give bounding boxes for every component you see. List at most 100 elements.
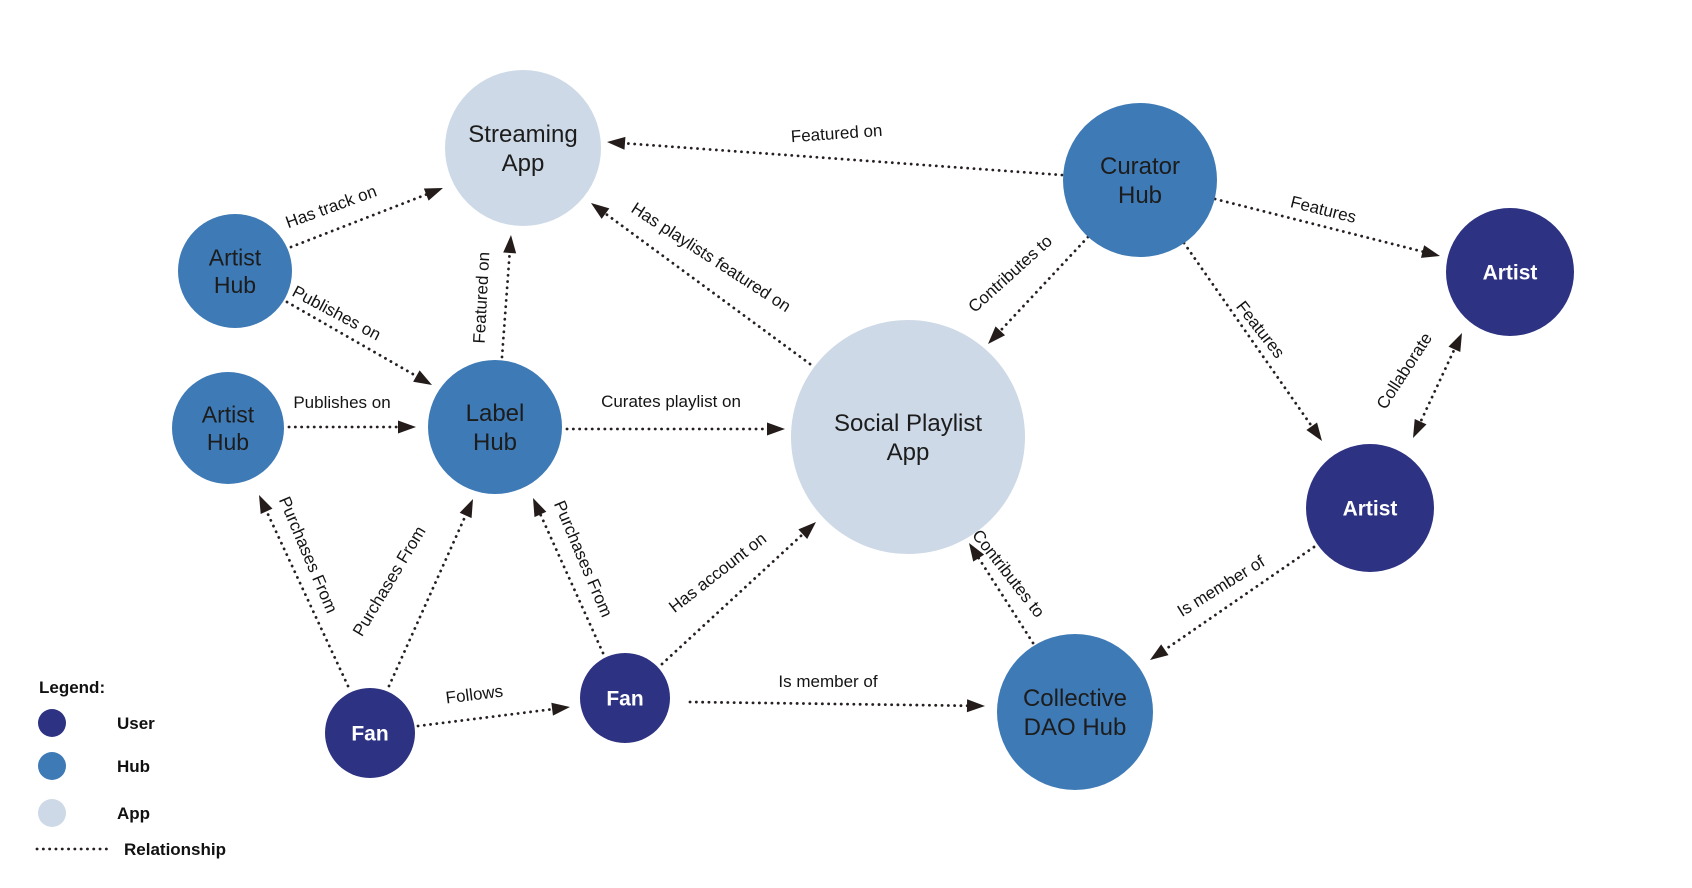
edge-collaborate: Collaborate xyxy=(1373,329,1462,438)
edge-is-member-of-2: Is member of xyxy=(1150,545,1316,660)
node-artist-2-label: Artist xyxy=(1343,497,1398,520)
edge-collaborate-label: Collaborate xyxy=(1373,329,1436,412)
edge-has-account-on-line xyxy=(660,530,808,666)
edge-has-playlists-featured-on-label: Has playlists featured on xyxy=(628,199,794,316)
edge-has-track-on-label: Has track on xyxy=(283,182,379,232)
node-artist-1-circle xyxy=(1446,208,1574,336)
legend-item-hub-label: Hub xyxy=(117,757,150,776)
edge-collaborate-arrowhead-start xyxy=(1448,333,1462,353)
edge-publishes-on-2-arrowhead xyxy=(398,420,416,434)
node-fan-2-circle xyxy=(580,653,670,743)
edge-featured-on-2-line xyxy=(619,141,1064,177)
edge-purchases-from-1-label: Purchases From xyxy=(275,494,341,616)
edge-is-member-of-2-arrowhead xyxy=(1150,644,1169,660)
edge-purchases-from-2-arrowhead xyxy=(459,499,473,519)
edge-collaborate-arrowhead xyxy=(1413,418,1427,438)
legend-swatch-hub xyxy=(38,752,66,780)
node-artist-2: Artist xyxy=(1306,444,1434,572)
edge-features-2-arrowhead xyxy=(1306,422,1322,441)
legend-relationship-label: Relationship xyxy=(124,840,226,859)
edge-has-playlists-featured-on: Has playlists featured on xyxy=(591,199,812,366)
edge-featured-on-2-arrowhead xyxy=(607,136,626,150)
edge-curates-playlist-on-arrowhead xyxy=(767,422,785,436)
edge-purchases-from-3-line xyxy=(537,509,605,655)
edge-purchases-from-3: Purchases From xyxy=(533,498,616,655)
edge-publishes-on-1-arrowhead xyxy=(413,370,432,385)
node-artist-1-label: Artist xyxy=(1483,261,1538,284)
legend-item-user-label: User xyxy=(117,714,155,733)
edge-publishes-on-1-line xyxy=(285,300,422,380)
edge-featured-on-2-label: Featured on xyxy=(790,121,883,146)
edge-has-track-on-arrowhead xyxy=(423,188,443,201)
edge-is-member-of-1: Is member of xyxy=(688,672,985,713)
edge-curates-playlist-on: Curates playlist on xyxy=(565,392,785,436)
legend-swatch-app xyxy=(38,799,66,827)
edge-features-1: Features xyxy=(1213,192,1440,258)
edge-has-track-on-line xyxy=(289,191,432,249)
edge-featured-on-2: Featured on xyxy=(607,121,1064,177)
node-fan-1-circle xyxy=(325,688,415,778)
edge-featured-on-1-arrowhead xyxy=(503,235,517,254)
edge-features-1-label: Features xyxy=(1288,192,1358,227)
edge-has-playlists-featured-on-arrowhead xyxy=(591,203,610,219)
node-artist-hub-2-circle xyxy=(172,372,284,484)
node-artist-2-circle xyxy=(1306,444,1434,572)
edge-follows-label: Follows xyxy=(445,682,505,708)
node-collective-dao-hub-circle xyxy=(997,634,1153,790)
node-fan-1: Fan xyxy=(325,688,415,778)
edge-is-member-of-1-line xyxy=(688,700,973,708)
node-fan-1-label: Fan xyxy=(351,722,388,745)
edge-featured-on-1-line xyxy=(500,247,512,359)
node-label-hub-circle xyxy=(428,360,562,494)
node-fan-2-label: Fan xyxy=(606,687,643,710)
edge-follows: Follows xyxy=(416,682,570,728)
edge-has-account-on: Has account on xyxy=(660,522,816,666)
edge-purchases-from-3-label: Purchases From xyxy=(550,498,616,620)
edge-is-member-of-1-arrowhead xyxy=(966,699,985,713)
edge-contributes-to-1-arrowhead xyxy=(988,326,1006,344)
edge-publishes-on-1-label: Publishes on xyxy=(289,282,384,344)
edge-features-2: Features xyxy=(1182,241,1322,441)
edge-features-1-line xyxy=(1213,197,1428,254)
edge-features-2-line xyxy=(1182,241,1316,431)
node-curator-hub-circle xyxy=(1063,103,1217,257)
edge-has-account-on-label: Has account on xyxy=(665,529,770,617)
edge-follows-arrowhead xyxy=(551,702,570,716)
edge-publishes-on-1: Publishes on xyxy=(285,282,432,385)
edge-contributes-to-2-line xyxy=(975,553,1035,645)
edge-purchases-from-2: Purchases From xyxy=(349,499,473,688)
edge-purchases-from-3-arrowhead xyxy=(533,498,547,518)
edge-featured-on-1: Featured on xyxy=(470,235,517,359)
edge-contributes-to-2: Contributes to xyxy=(968,526,1048,645)
edge-curates-playlist-on-label: Curates playlist on xyxy=(601,392,741,411)
edge-is-member-of-2-line xyxy=(1160,545,1316,654)
node-fan-2: Fan xyxy=(580,653,670,743)
node-artist-hub-1-circle xyxy=(178,214,292,328)
edge-has-playlists-featured-on-line xyxy=(600,209,812,366)
edge-publishes-on-2-label: Publishes on xyxy=(293,393,390,412)
edge-featured-on-1-label: Featured on xyxy=(470,251,494,344)
edge-is-member-of-1-label: Is member of xyxy=(778,672,877,691)
edge-purchases-from-2-line xyxy=(387,510,469,688)
edge-purchases-from-1-arrowhead xyxy=(259,495,273,515)
edge-follows-line xyxy=(416,707,558,728)
edge-publishes-on-2: Publishes on xyxy=(287,393,416,434)
edge-contributes-to-1: Contributes to xyxy=(965,231,1090,344)
node-artist-1: Artist xyxy=(1446,208,1574,336)
